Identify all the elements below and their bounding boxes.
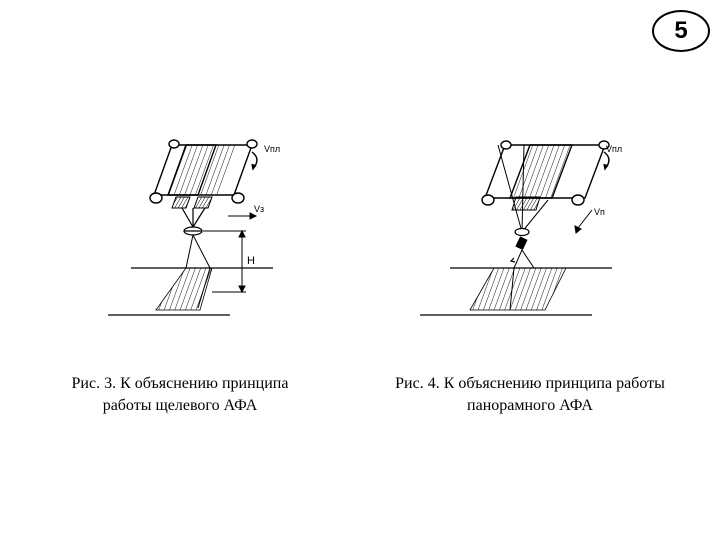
lens-3 — [181, 207, 206, 236]
figure-3-caption: Рис. 3. К объяснению принципа работы щел… — [30, 373, 330, 417]
label-vs-3: Vз — [254, 204, 264, 214]
figure-3-caption-line1: Рис. 3. К объяснению принципа — [71, 375, 289, 392]
velocity-arrow-4 — [574, 209, 593, 234]
film-band-4 — [481, 140, 610, 206]
ground-strip-4 — [469, 267, 567, 311]
height-marker-3 — [203, 229, 246, 294]
figure-4-caption: Рис. 4. К объяснению принципа работы пан… — [360, 373, 700, 417]
figure-4-caption-line2: панорамного АФА — [467, 397, 593, 414]
figure-4-caption-line1: Рис. 4. К объяснению принципа работы — [395, 375, 665, 392]
figure-3-caption-line2: работы щелевого АФА — [102, 397, 258, 414]
page-number-badge: 5 — [652, 10, 710, 52]
velocity-arrow-3 — [228, 212, 258, 220]
page-number: 5 — [674, 17, 688, 44]
label-h-3: H — [247, 255, 255, 267]
ground-strip-3 — [155, 267, 213, 311]
film-band-3 — [149, 139, 258, 204]
slit-blocks-3 — [171, 196, 213, 209]
slit-block-4 — [511, 196, 541, 211]
label-vp-4: Vп — [594, 207, 605, 217]
lens-4 — [509, 227, 530, 263]
label-vpl-3: Vпл — [264, 144, 280, 154]
label-vpl-4: Vпл — [606, 144, 622, 154]
